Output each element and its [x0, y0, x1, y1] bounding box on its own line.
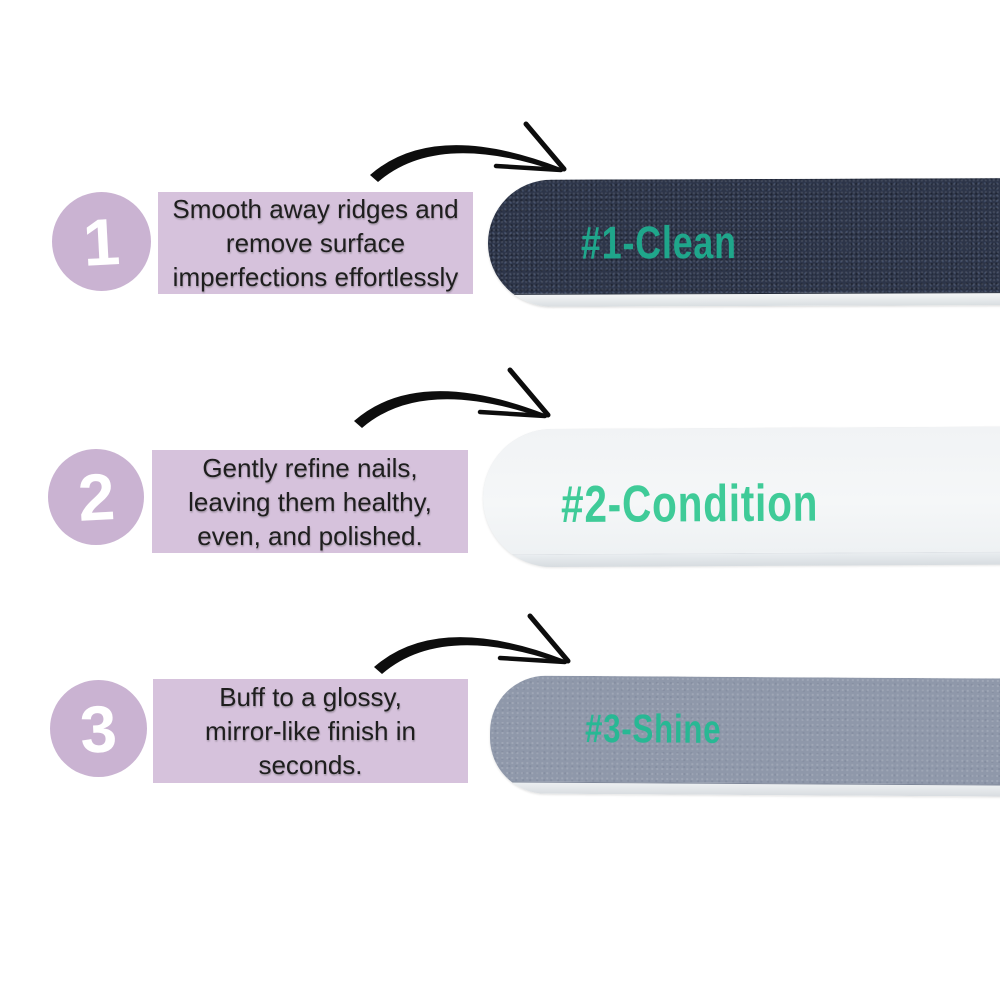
nail-file-photo-shine: #3-Shine — [489, 675, 1000, 797]
nail-file-3-label: #3-Shine — [584, 706, 722, 752]
nail-file-photo-clean: #1-Clean — [487, 178, 1000, 307]
nail-file-2-label: #2-Condition — [560, 474, 819, 534]
nail-file-3-surface: #3-Shine — [489, 675, 1000, 785]
step-3-line-1: Buff to a glossy, — [219, 682, 402, 712]
step-1-number-circle: 1 — [52, 192, 151, 291]
curved-arrow-icon — [370, 121, 567, 182]
step-3-line-3: seconds. — [258, 750, 363, 780]
step-3-number: 3 — [78, 690, 119, 767]
step-2-line-1: Gently refine nails, — [202, 452, 418, 483]
nail-file-2-surface: #2-Condition — [482, 426, 1000, 555]
curved-arrow-icon — [374, 613, 571, 674]
curved-arrow-icon — [354, 367, 551, 428]
step-3-line-2: mirror-like finish in — [205, 716, 416, 746]
step-3-description-box: Buff to a glossy, mirror-like finish in … — [153, 679, 468, 783]
step-2-line-3: even, and polished. — [197, 520, 423, 551]
nail-file-photo-condition: #2-Condition — [482, 426, 1000, 568]
nail-file-1-label: #1-Clean — [580, 216, 737, 269]
step-2-number-circle: 2 — [48, 449, 144, 545]
step-2-number: 2 — [75, 459, 117, 535]
nail-file-1-core-edge — [488, 292, 1000, 307]
step-3-number-circle: 3 — [50, 680, 147, 777]
step-1-description-box: Smooth away ridges and remove surface im… — [158, 192, 473, 294]
step-1-line-2: remove surface — [225, 228, 406, 258]
step-1-line-3: imperfections effortlessly — [172, 262, 459, 292]
nail-file-2-core-edge — [483, 551, 1000, 568]
step-2-line-2: leaving them healthy, — [188, 486, 432, 517]
nail-file-1-surface: #1-Clean — [487, 178, 1000, 294]
step-1-number: 1 — [81, 203, 122, 280]
step-1-line-1: Smooth away ridges and — [172, 194, 459, 224]
step-2-description-box: Gently refine nails, leaving them health… — [152, 450, 468, 553]
